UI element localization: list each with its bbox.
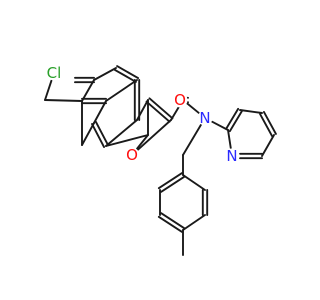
single-bond-line: [93, 100, 107, 124]
single-bond-line: [182, 214, 206, 231]
single-bond-line: [44, 99, 83, 102]
pyridine-nitrogen-atom: N: [226, 147, 237, 165]
carbonyl-oxygen-atom: O: [174, 91, 186, 109]
single-bond-line: [261, 134, 275, 157]
amide-nitrogen-atom-background: [197, 110, 213, 126]
double-bond-line: [157, 172, 183, 190]
single-bond-line: [182, 174, 206, 191]
double-bond-line: [262, 110, 277, 135]
single-bond-line: [182, 123, 202, 156]
double-bond-line: [148, 97, 174, 120]
single-bond-line: [81, 122, 95, 146]
double-bond-line: [225, 107, 240, 130]
single-bond-line: [93, 67, 117, 81]
furan-oxygen-atom-background: [124, 147, 140, 163]
single-bond-line: [227, 129, 232, 150]
double-bond-line: [157, 215, 183, 233]
double-bond-line: [145, 100, 171, 123]
double-bond-line: [259, 113, 274, 138]
single-bond-line: [137, 119, 172, 151]
single-bond-line: [239, 109, 263, 114]
single-bond-line: [136, 134, 149, 150]
double-bond-line: [113, 68, 137, 83]
furan-oxygen-atom: O: [126, 146, 138, 164]
single-bond-line: [136, 99, 149, 121]
single-bond-line: [105, 79, 138, 102]
double-bond-line: [228, 110, 243, 133]
carbonyl-oxygen-atom-background: [172, 92, 188, 108]
amide-nitrogen-atom: N: [199, 109, 210, 127]
chlorine-atom: Cl: [47, 64, 62, 82]
chlorine-atom-background: [46, 65, 62, 81]
double-bond-line: [91, 123, 105, 148]
double-bond-line: [160, 175, 186, 193]
single-bond-line: [105, 134, 149, 147]
double-bond-line: [116, 65, 140, 80]
pyridine-nitrogen-atom-background: [224, 148, 240, 164]
single-bond-line: [81, 79, 95, 102]
single-bond-line: [44, 79, 53, 101]
bond-layer: [44, 65, 277, 256]
double-bond-line: [95, 121, 109, 146]
double-bond-line: [160, 212, 186, 230]
single-bond-line: [105, 119, 138, 147]
